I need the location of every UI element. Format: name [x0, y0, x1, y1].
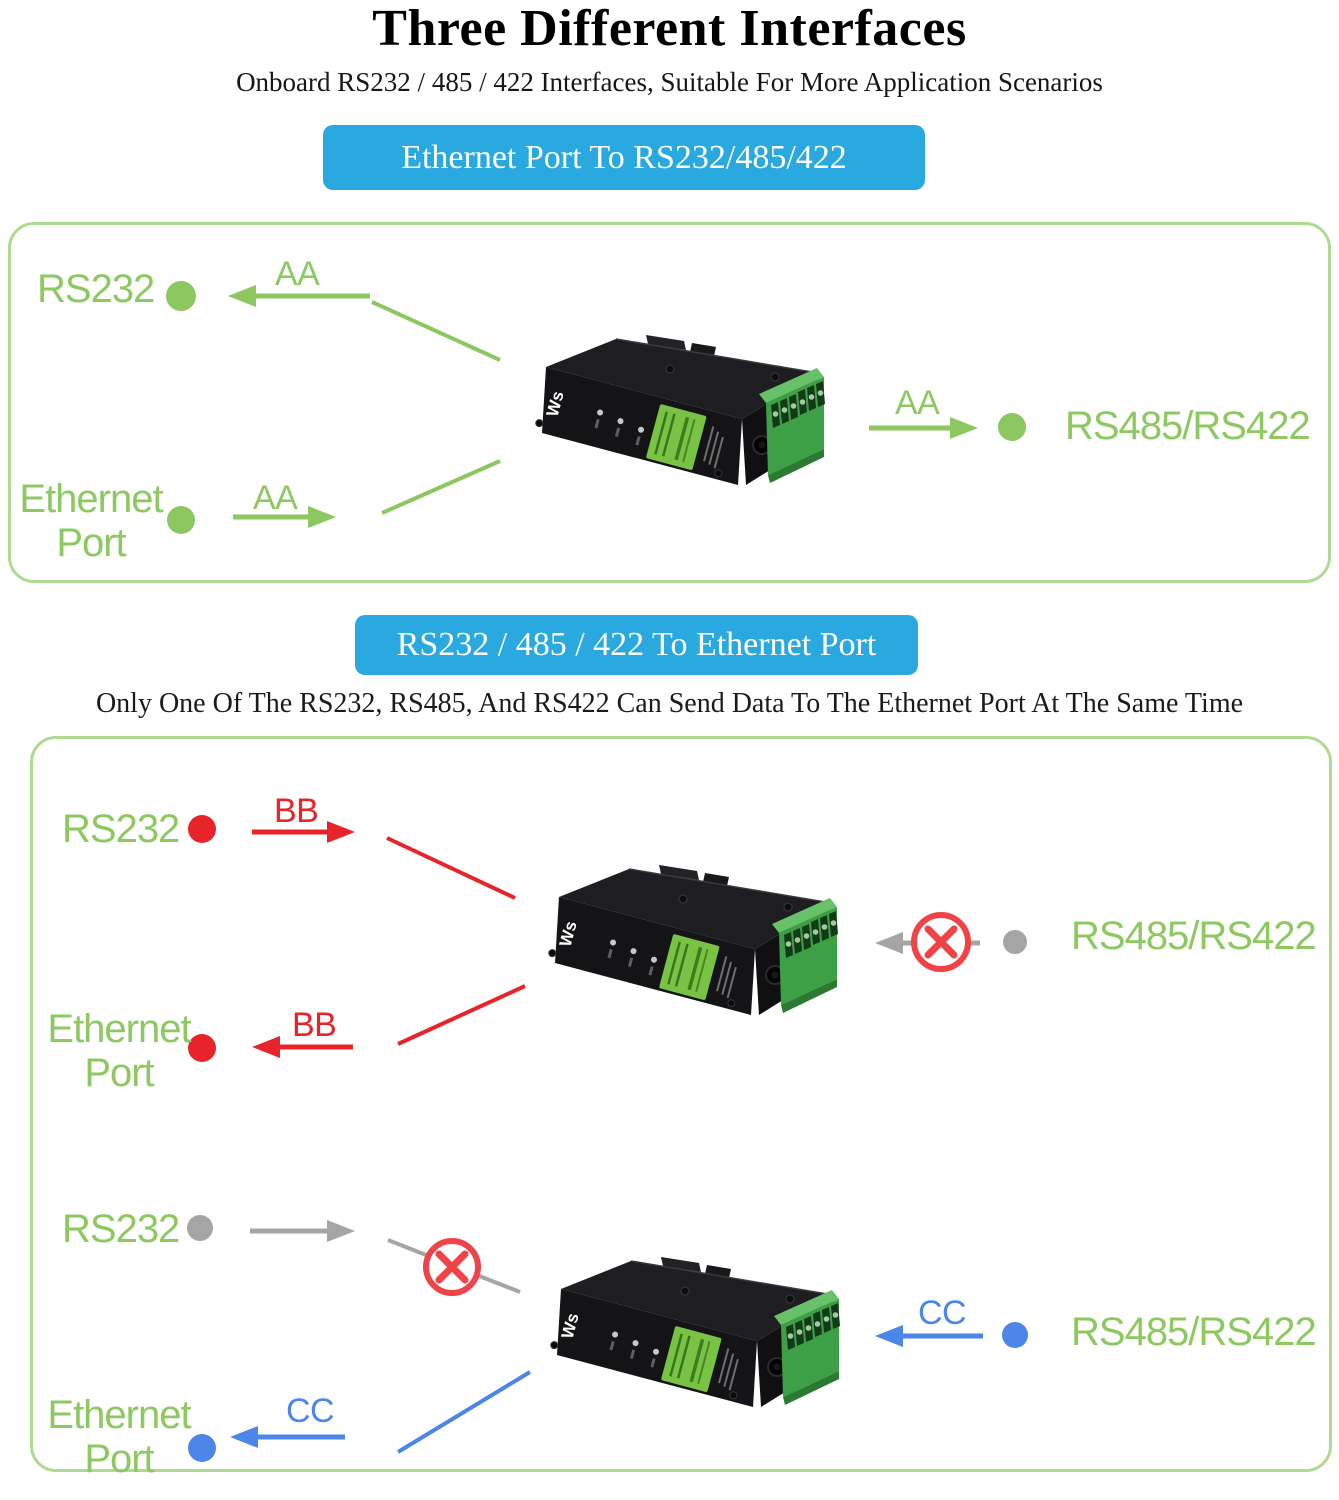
label-rs232: RS232 — [62, 807, 180, 851]
wire-segment — [381, 459, 501, 515]
blocked-icon — [911, 912, 971, 972]
label-ethernet-line1: Ethernet — [19, 477, 163, 521]
flow-label-aa: AA — [275, 255, 320, 293]
endpoint-dot-rs232 — [166, 281, 196, 311]
connector-graphics — [187, 815, 1028, 1462]
banner-ethernet-to-serial-label: Ethernet Port To RS232/485/422 — [401, 138, 847, 176]
flow-arrow-to-ethernet — [252, 1036, 353, 1058]
label-rs485: RS485/RS422 — [1071, 914, 1317, 958]
endpoint-dot-rs232 — [187, 1215, 213, 1241]
label-rs232: RS232 — [62, 1207, 180, 1251]
label-rs485: RS485/RS422 — [1065, 404, 1311, 448]
label-ethernet-line1: Ethernet — [47, 1007, 191, 1051]
flow-label-aa: AA — [253, 479, 298, 517]
flow-arrow-from-ethernet — [233, 506, 336, 528]
label-ethernet-line1: Ethernet — [47, 1393, 191, 1437]
label-ethernet-port: Ethernet Port — [43, 1393, 195, 1481]
page-title: Three Different Interfaces — [372, 0, 967, 57]
label-ethernet-port: Ethernet Port — [15, 477, 167, 565]
endpoint-dot-ethernet — [167, 506, 195, 534]
wire-segment — [371, 300, 501, 362]
flow-label-cc: CC — [918, 1294, 967, 1332]
flow-label-aa: AA — [895, 384, 940, 422]
flow-arrow-to-ethernet — [230, 1426, 345, 1448]
flow-arrow-from-rs485 — [875, 1325, 983, 1347]
diagram-ethernet-to-serial: RS232 AA AA RS485/RS422 Ethernet Port AA — [8, 222, 1331, 583]
label-rs485: RS485/RS422 — [1071, 1310, 1317, 1354]
flow-label-bb: BB — [274, 792, 319, 830]
label-rs232: RS232 — [37, 267, 155, 311]
flow-arrow-to-rs485 — [869, 417, 978, 439]
exclusivity-note: Only One Of The RS232, RS485, And RS422 … — [95, 688, 1244, 719]
flow-arrow-to-rs232 — [228, 285, 370, 307]
connector-graphics — [166, 281, 1026, 534]
banner-ethernet-to-serial: Ethernet Port To RS232/485/422 — [323, 125, 925, 190]
blocked-flow-rs485 — [875, 912, 980, 972]
endpoint-dot-rs485 — [998, 413, 1026, 441]
label-ethernet-line2: Port — [84, 1437, 154, 1481]
diagram-serial-to-ethernet: RS232 BB RS485/RS422 Ethernet Port BB RS… — [30, 736, 1332, 1481]
wire-segment — [397, 984, 526, 1046]
label-ethernet-line2: Port — [84, 1051, 154, 1095]
endpoint-dot-rs485 — [1003, 930, 1027, 954]
device-illustration — [533, 334, 825, 486]
banner-serial-to-ethernet: RS232 / 485 / 422 To Ethernet Port — [355, 615, 918, 675]
device-illustration — [548, 1256, 840, 1408]
blocked-icon — [423, 1238, 481, 1296]
flow-label-cc: CC — [286, 1392, 335, 1430]
endpoint-dot-rs485 — [1002, 1322, 1028, 1348]
flow-arrow-from-rs232 — [252, 821, 355, 843]
flow-label-bb: BB — [292, 1006, 337, 1044]
endpoint-dot-rs232 — [188, 815, 216, 843]
page-subtitle: Onboard RS232 / 485 / 422 Interfaces, Su… — [236, 67, 1103, 97]
label-ethernet-port: Ethernet Port — [43, 1007, 195, 1095]
wire-segment — [386, 836, 516, 900]
blocked-flow-rs232 — [250, 1220, 521, 1296]
label-ethernet-line2: Port — [56, 521, 126, 565]
device-illustration — [546, 864, 838, 1016]
banner-serial-to-ethernet-label: RS232 / 485 / 422 To Ethernet Port — [396, 626, 877, 663]
endpoint-dot-ethernet — [188, 1034, 216, 1062]
endpoint-dot-ethernet — [188, 1434, 216, 1462]
wire-segment — [396, 1370, 532, 1454]
